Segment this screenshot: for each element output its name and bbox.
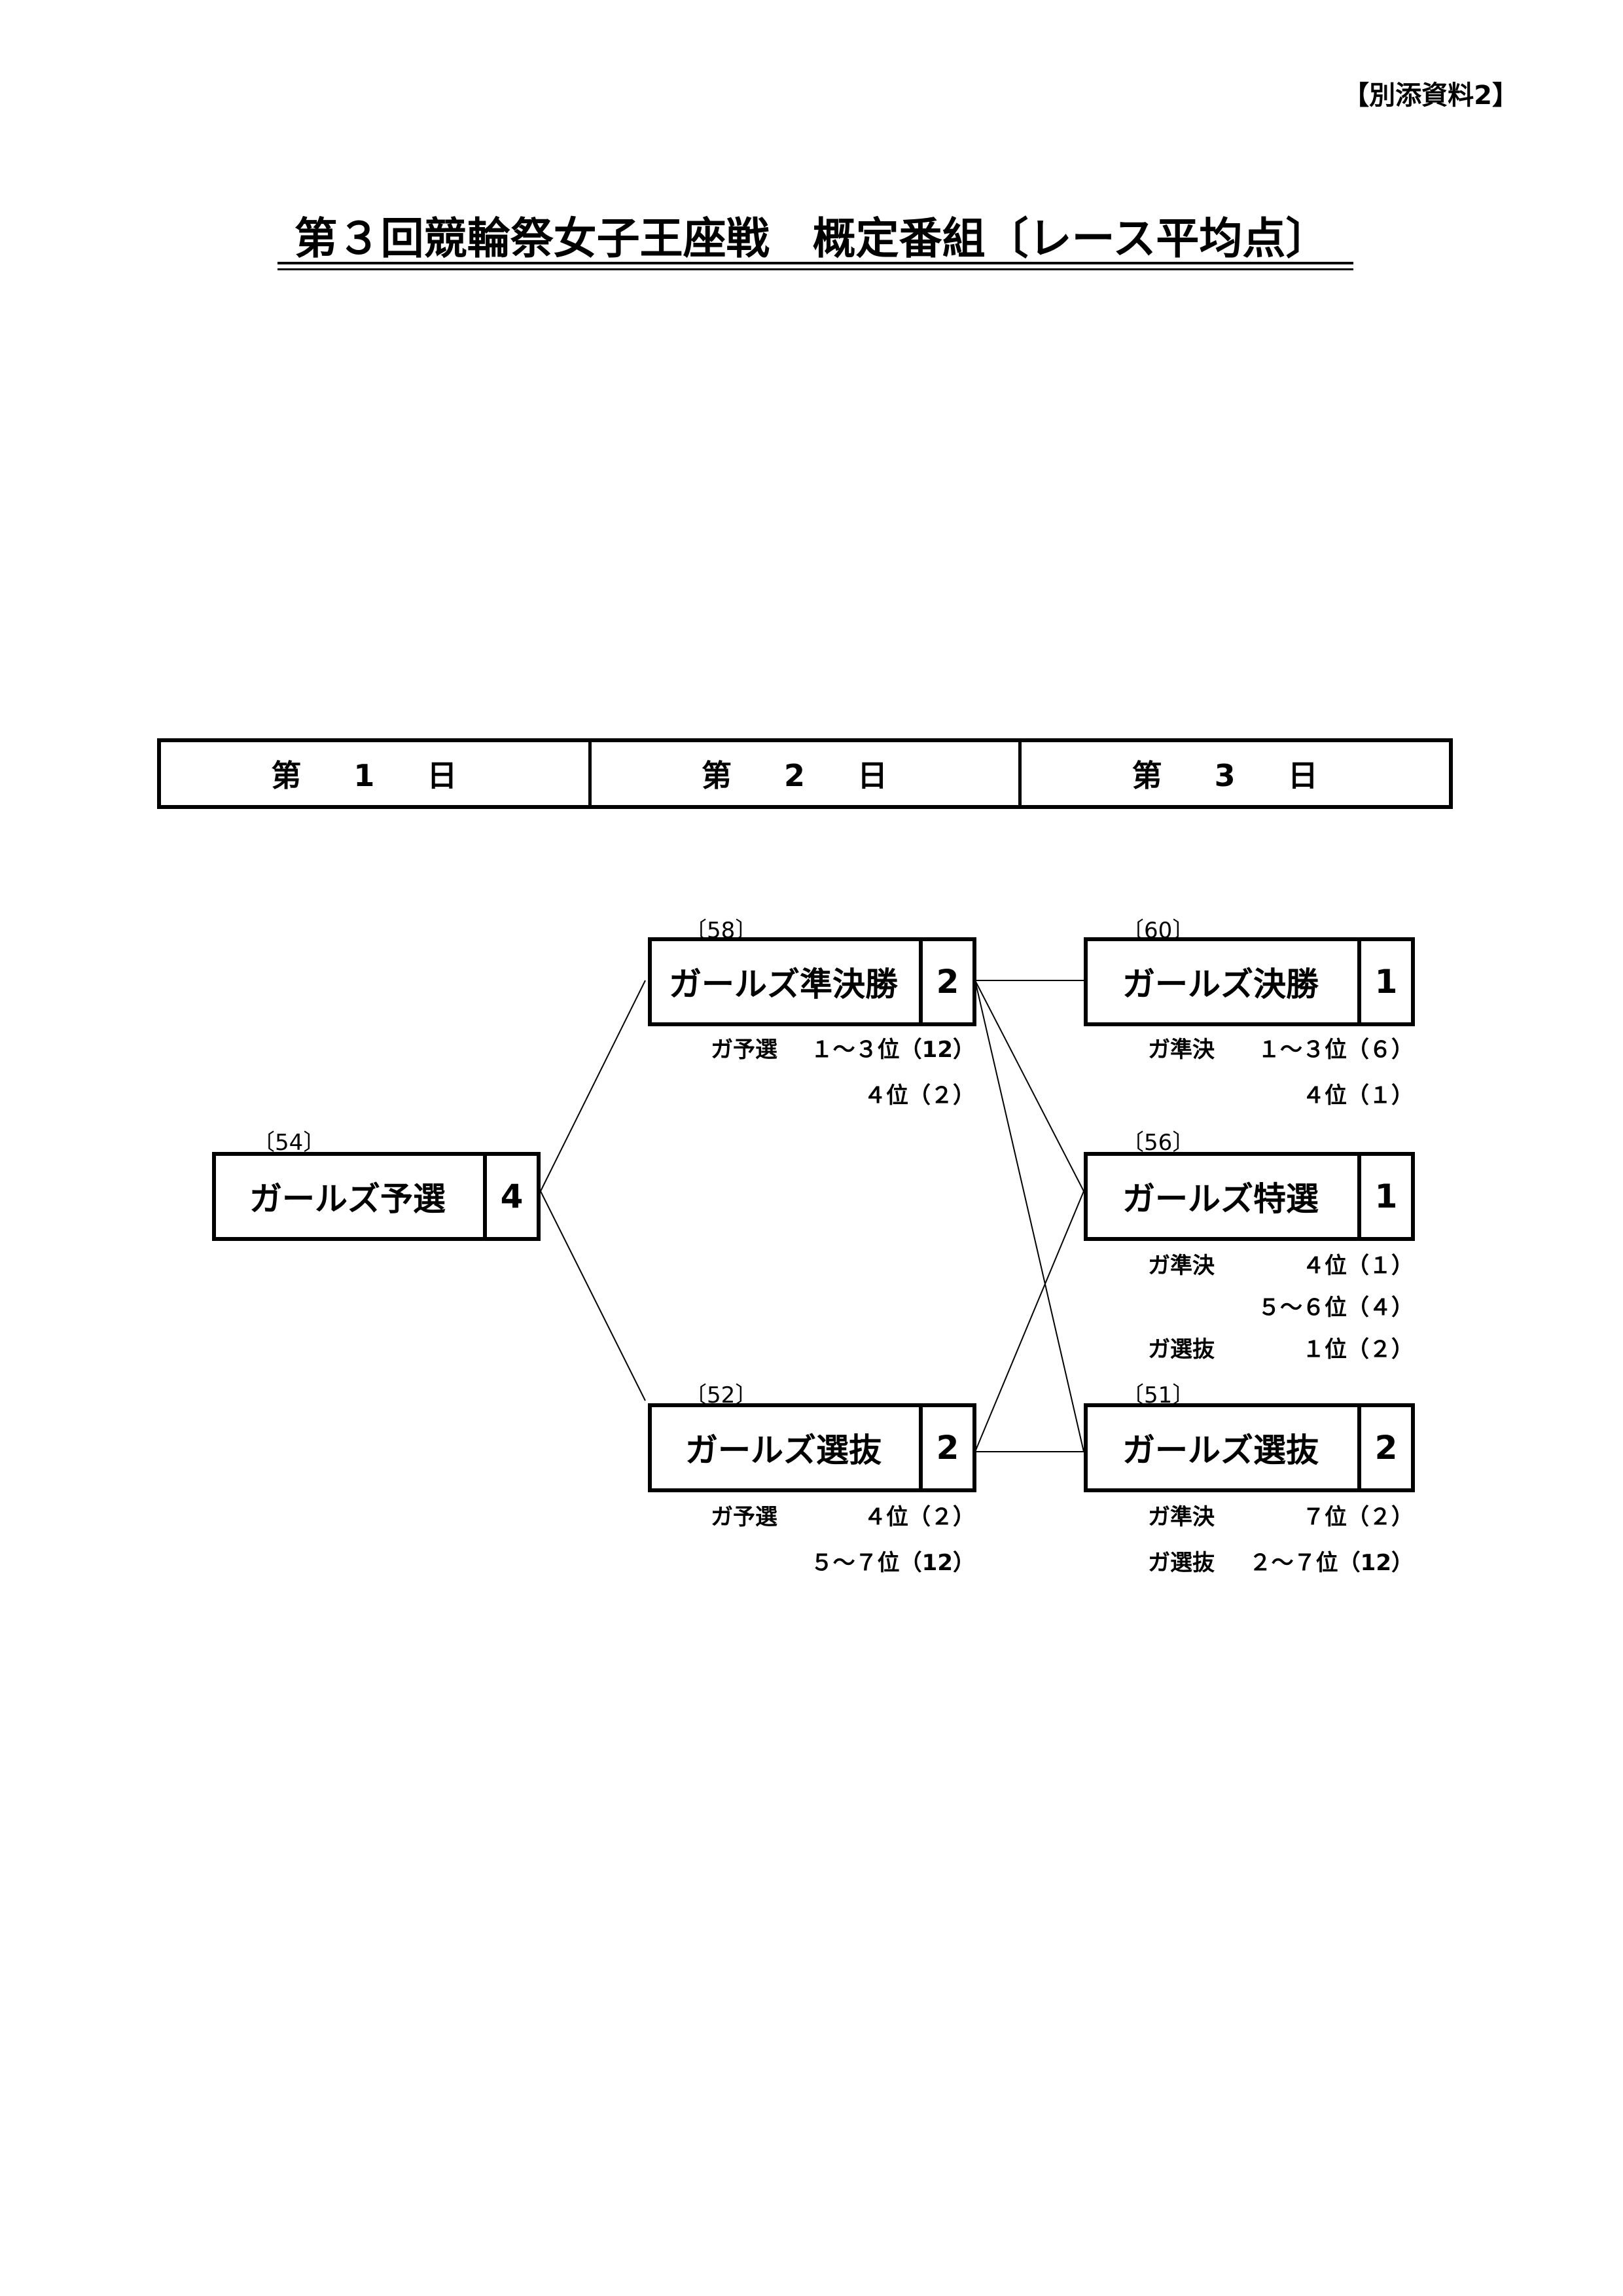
title-underline <box>277 262 1353 264</box>
attachment-label: 【別添資料2】 <box>1343 81 1518 111</box>
race-name-tokusen: ガールズ特選 <box>1122 1180 1319 1218</box>
race-name-senbatsu2: ガールズ選抜 <box>685 1431 882 1469</box>
source-label-senbatsu3-1: ガ準決 <box>1148 1504 1215 1530</box>
connector-junkessho-to-tokusen <box>974 980 1084 1192</box>
source-label-junkessho-1: ガ予選 <box>711 1037 777 1063</box>
condition-tokusen-2: ５～６位（４） <box>1258 1295 1414 1321</box>
race-count-junkessho: 2 <box>919 941 972 1022</box>
condition-senbatsu2-1: ４位（２） <box>864 1504 975 1530</box>
race-name-junkessho: ガールズ準決勝 <box>669 965 898 1003</box>
condition-senbatsu3-1: ７位（２） <box>1302 1504 1414 1530</box>
source-label-kessho-1: ガ準決 <box>1148 1037 1215 1063</box>
race-number-tokusen: 〔56〕 <box>1122 1130 1195 1156</box>
condition-kessho-1: １～３位（６） <box>1258 1037 1414 1063</box>
condition-junkessho-1: １～３位（12） <box>810 1037 975 1063</box>
race-count-kessho: 1 <box>1357 941 1411 1022</box>
race-box-senbatsu3: ガールズ選抜 2 <box>1084 1403 1415 1492</box>
condition-junkessho-2: ４位（２） <box>864 1083 975 1109</box>
race-count-yosen: 4 <box>483 1156 537 1237</box>
race-name-yosen: ガールズ予選 <box>249 1180 446 1218</box>
page-title: 第３回競輪祭女子王座戦 概定番組〔レース平均点〕 <box>294 213 1329 264</box>
race-count-senbatsu2: 2 <box>919 1407 972 1488</box>
day-3-header: 第 3 日 <box>1018 742 1449 805</box>
day-1-header: 第 1 日 <box>271 758 478 793</box>
race-box-tokusen: ガールズ特選 1 <box>1084 1152 1415 1241</box>
race-box-yosen: ガールズ予選 4 <box>212 1152 541 1241</box>
day-2-header: 第 2 日 <box>588 742 1019 805</box>
race-name-senbatsu3: ガールズ選抜 <box>1122 1431 1319 1469</box>
race-box-kessho: ガールズ決勝 1 <box>1084 937 1415 1026</box>
condition-kessho-2: ４位（１） <box>1302 1083 1414 1109</box>
condition-senbatsu3-2: ２～７位（12） <box>1249 1550 1414 1576</box>
source-label-senbatsu3-2: ガ選抜 <box>1148 1550 1215 1576</box>
connector-yosen-to-junkessho <box>540 980 646 1192</box>
title-underline-double <box>277 268 1353 270</box>
source-label-senbatsu2-1: ガ予選 <box>711 1504 777 1530</box>
source-label-tokusen-1: ガ準決 <box>1148 1253 1215 1279</box>
connector-yosen-to-senbatsu2 <box>540 1191 646 1401</box>
condition-senbatsu2-2: ５～７位（12） <box>810 1550 975 1576</box>
condition-tokusen-3: １位（２） <box>1302 1336 1414 1363</box>
day-header-table: 第 1 日 第 2 日 第 3 日 <box>157 738 1453 809</box>
race-name-kessho: ガールズ決勝 <box>1122 965 1319 1003</box>
race-count-senbatsu3: 2 <box>1357 1407 1411 1488</box>
source-label-tokusen-3: ガ選抜 <box>1148 1336 1215 1363</box>
race-box-senbatsu2: ガールズ選抜 2 <box>648 1403 976 1492</box>
connector-junkessho-to-senbatsu3 <box>974 980 1084 1452</box>
race-count-tokusen: 1 <box>1357 1156 1411 1237</box>
race-number-yosen: 〔54〕 <box>253 1130 326 1156</box>
connector-senbatsu2-to-tokusen <box>974 1191 1084 1452</box>
condition-tokusen-1: ４位（１） <box>1302 1253 1414 1279</box>
race-box-junkessho: ガールズ準決勝 2 <box>648 937 976 1026</box>
